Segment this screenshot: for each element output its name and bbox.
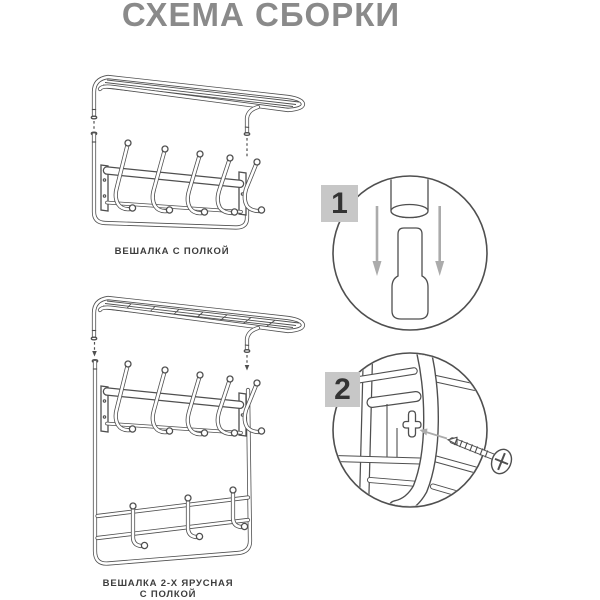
down-arrow-icon xyxy=(372,206,382,276)
step-2-badge: 2 xyxy=(325,372,360,407)
hanger-with-shelf-drawing xyxy=(90,74,306,230)
caption-hanger-two-tier: ВЕШАЛКА 2-Х ЯРУСНАЯ С ПОЛКОЙ xyxy=(68,578,268,600)
step-2-number: 2 xyxy=(334,372,351,406)
caption-line-1: ВЕШАЛКА 2-Х ЯРУСНАЯ xyxy=(102,578,234,589)
step1-detail-circle xyxy=(332,175,488,331)
down-arrow-icon xyxy=(435,206,445,276)
hanger-two-tier-drawing xyxy=(90,295,306,566)
insertion-arrow-icon xyxy=(419,428,448,440)
caption-hanger-with-shelf: ВЕШАЛКА С ПОЛКОЙ xyxy=(114,246,230,257)
step-1-number: 1 xyxy=(331,186,348,220)
caption-line-2: С ПОЛКОЙ xyxy=(139,589,197,600)
step-1-badge: 1 xyxy=(321,185,358,222)
step2-detail-circle xyxy=(332,352,513,508)
page-title: СХЕМА СБОРКИ xyxy=(121,0,401,33)
keyhole-slot-icon xyxy=(402,410,422,438)
screw-icon xyxy=(446,436,513,475)
